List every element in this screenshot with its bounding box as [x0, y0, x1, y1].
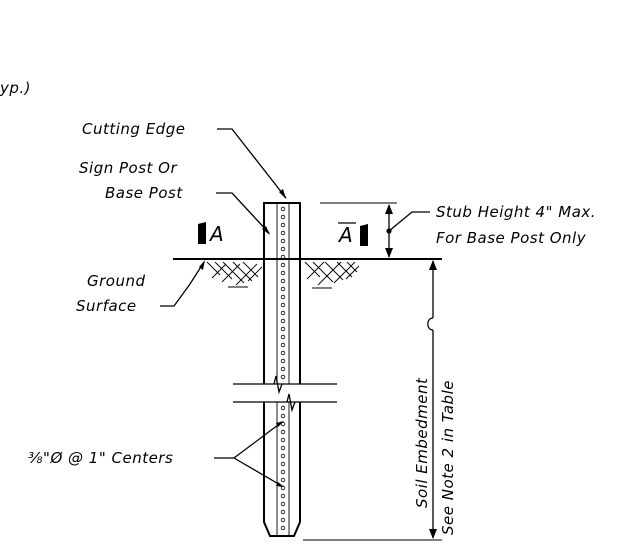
cutting-edge-label: Cutting Edge	[82, 120, 185, 138]
soil-embedment-label-line2: See Note 2 in Table	[439, 380, 457, 535]
sign-post-leader	[216, 192, 270, 234]
stub-arrow-top	[385, 204, 393, 214]
post-hole	[280, 350, 286, 356]
section-arrow-left	[198, 222, 206, 244]
hole-column-lower	[280, 405, 286, 531]
post-hole	[280, 318, 286, 324]
holes-arrowhead-upper	[276, 421, 284, 427]
post-hole	[280, 453, 286, 459]
stub-height-label-line2: For Base Post Only	[436, 229, 587, 247]
post-hole	[280, 230, 286, 236]
post-hole	[280, 429, 286, 435]
ground-leader	[160, 261, 205, 307]
soil-hatch-left	[206, 261, 263, 288]
post-hole	[280, 358, 286, 364]
section-letter-left: A	[208, 222, 224, 246]
break-zigzag-top	[273, 375, 283, 395]
sign-post-label-line2: Base Post	[105, 184, 183, 202]
post-hole	[280, 469, 286, 475]
sign-post-arrowhead	[262, 226, 270, 235]
stub-height-label-line1: Stub Height 4" Max.	[436, 203, 596, 221]
sign-post	[263, 202, 301, 537]
holes-arrowhead-lower	[276, 482, 284, 487]
post-hole	[280, 302, 286, 308]
post-hole	[280, 421, 286, 427]
cutting-edge-leader	[217, 128, 287, 199]
ground-label-line1: Ground	[87, 272, 146, 290]
post-hole	[280, 461, 286, 467]
post-hole	[280, 334, 286, 340]
holes-leader-upper	[214, 421, 283, 459]
post-hole	[280, 437, 286, 443]
embedment-dim-break	[427, 317, 434, 331]
embedment-arrow-bottom	[429, 529, 437, 539]
section-letter-right: A	[337, 223, 353, 247]
sign-post-label-line1: Sign Post Or	[79, 159, 177, 177]
post-hole	[280, 445, 286, 451]
post-hole	[280, 214, 286, 220]
post-upper-outline	[263, 202, 301, 384]
section-mark-left: A	[198, 222, 224, 246]
holes-leader-lower	[233, 457, 283, 487]
post-hole	[280, 326, 286, 332]
ground-label-line2: Surface	[76, 297, 137, 315]
post-hole	[280, 493, 286, 499]
post-hole	[280, 509, 286, 515]
post-hole	[280, 262, 286, 268]
post-hole	[280, 286, 286, 292]
post-hole	[280, 246, 286, 252]
stub-arrow-bottom	[385, 248, 393, 258]
post-hole	[280, 374, 286, 380]
post-hole	[280, 366, 286, 372]
soil-embedment-label-line1: Soil Embedment	[413, 377, 431, 508]
ground-surface	[173, 258, 442, 289]
post-hole	[280, 206, 286, 212]
post-hole	[280, 238, 286, 244]
post-hole	[280, 222, 286, 228]
ground-arrowhead	[199, 260, 205, 270]
break-lines	[233, 375, 337, 413]
section-mark-right: A	[337, 222, 368, 247]
post-hole	[280, 342, 286, 348]
post-hole	[280, 525, 286, 531]
break-zigzag-bottom	[286, 393, 296, 413]
post-hole	[280, 278, 286, 284]
embedment-arrow-top	[429, 260, 437, 270]
post-hole	[280, 270, 286, 276]
post-hole	[280, 405, 286, 411]
post-hole	[280, 501, 286, 507]
post-lower-outline	[263, 402, 301, 537]
holes-label: ⅜"Ø @ 1" Centers	[28, 449, 173, 467]
post-hole	[280, 310, 286, 316]
soil-hatch-right	[304, 261, 360, 289]
post-hole	[280, 413, 286, 419]
stub-leader	[388, 211, 430, 232]
section-arrow-right	[360, 224, 368, 246]
post-hole	[280, 294, 286, 300]
post-hole	[280, 517, 286, 523]
hole-column-upper	[280, 206, 286, 380]
typ-note-fragment: yp.)	[0, 79, 31, 97]
cutting-edge-arrowhead	[279, 189, 286, 199]
post-hole	[280, 477, 286, 483]
